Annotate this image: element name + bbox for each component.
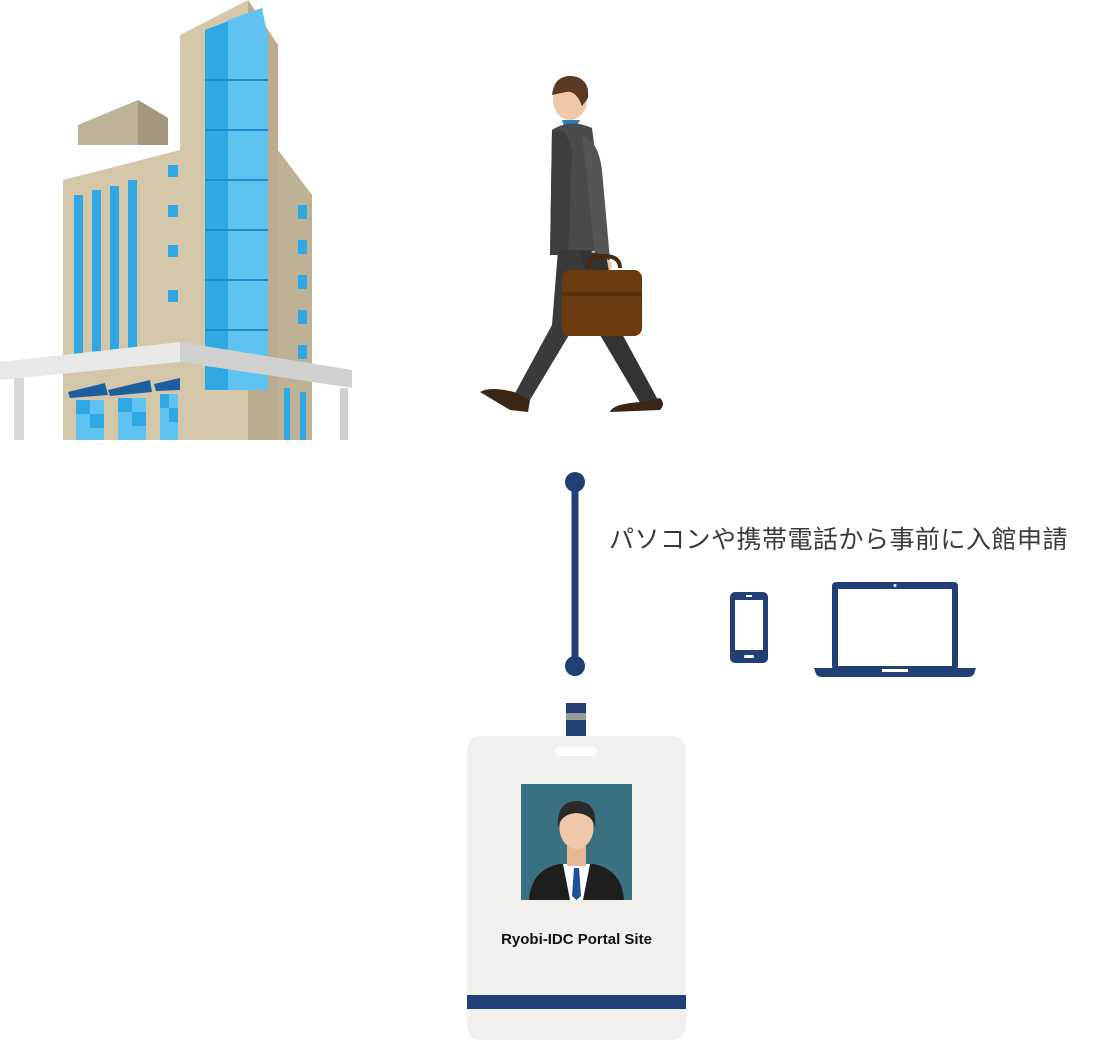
badge-strap-band xyxy=(566,713,586,720)
caption-text: パソコンや携帯電話から事前に入館申請 xyxy=(609,525,1069,554)
portrait-icon xyxy=(521,784,632,900)
badge-slot xyxy=(555,747,597,756)
connector-line xyxy=(565,472,585,676)
smartphone-icon xyxy=(730,592,768,663)
building-icon xyxy=(0,0,352,440)
laptop-icon xyxy=(814,582,976,677)
badge-stripe xyxy=(467,995,686,1009)
id-badge xyxy=(467,703,686,1040)
walking-businessman-icon xyxy=(480,75,663,412)
badge-site-name: Ryobi-IDC Portal Site xyxy=(501,931,652,948)
